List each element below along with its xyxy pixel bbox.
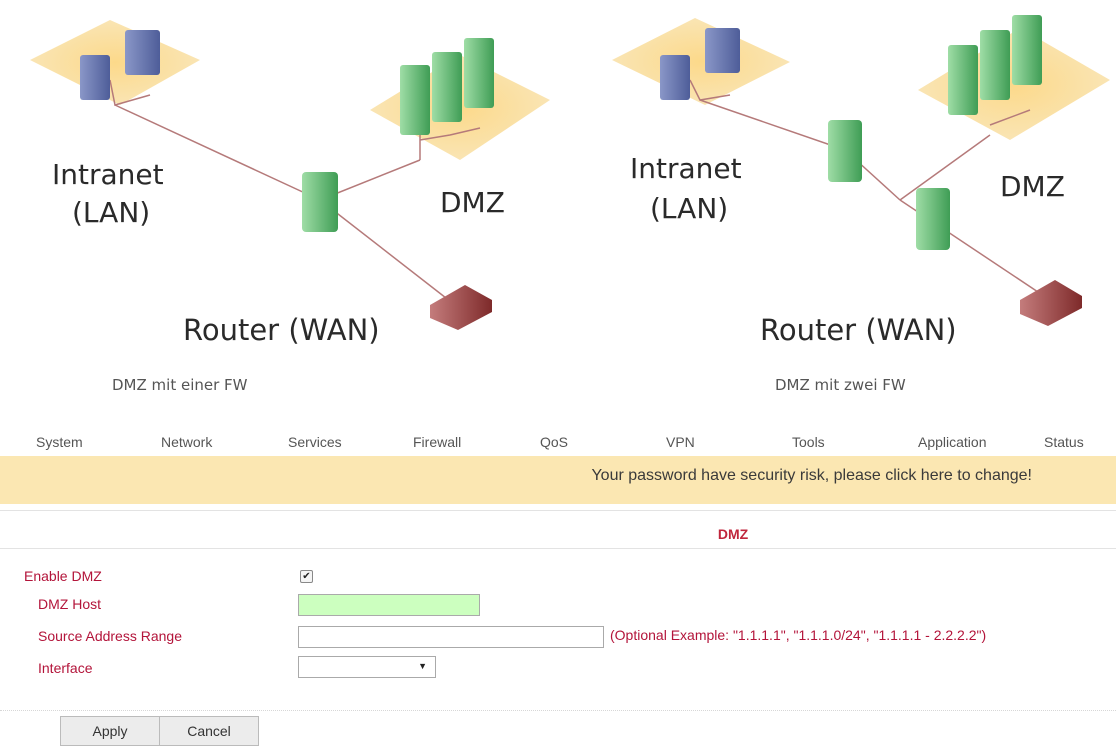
right-router-label: Router (WAN)	[760, 313, 957, 347]
apply-button[interactable]: Apply	[60, 716, 160, 746]
lan-server-icon	[660, 28, 740, 100]
source-range-label: Source Address Range	[38, 628, 182, 644]
right-intranet-label: Intranet	[630, 152, 742, 185]
cancel-button[interactable]: Cancel	[159, 716, 259, 746]
dmz-server-icon	[948, 15, 1042, 115]
firewall-icon	[916, 188, 950, 250]
left-intranet-label: Intranet	[52, 158, 164, 191]
nav-vpn[interactable]: VPN	[666, 434, 695, 450]
enable-dmz-checkbox[interactable]: ✔	[300, 570, 313, 583]
nav-qos[interactable]: QoS	[540, 434, 569, 450]
nav-application[interactable]: Application	[918, 434, 987, 450]
dmz-host-input[interactable]	[298, 594, 480, 616]
interface-label: Interface	[38, 660, 93, 676]
source-range-hint: (Optional Example: "1.1.1.1", "1.1.1.0/2…	[610, 627, 987, 643]
divider	[0, 510, 1116, 511]
left-lan-label: (LAN)	[72, 196, 150, 229]
intranet-zone	[612, 18, 790, 105]
right-caption: DMZ mit zwei FW	[775, 376, 906, 394]
change-password-link[interactable]: Your password have security risk, please…	[591, 467, 1032, 484]
diagram-one-firewall: Intranet (LAN) DMZ Router (WAN) DMZ mit …	[30, 20, 550, 394]
intranet-zone	[30, 20, 200, 105]
dmz-host-label: DMZ Host	[38, 596, 101, 612]
diagram-two-firewalls: Intranet (LAN) DMZ Router (WAN) DMZ mit …	[612, 15, 1110, 394]
nav-system[interactable]: System	[36, 434, 83, 450]
dmz-diagrams: Intranet (LAN) DMZ Router (WAN) DMZ mit …	[30, 15, 1110, 394]
enable-dmz-label: Enable DMZ	[24, 568, 102, 584]
security-warning-banner: Your password have security risk, please…	[0, 456, 1116, 504]
lan-server-icon	[80, 30, 160, 100]
nav-network[interactable]: Network	[161, 434, 213, 450]
nav-status[interactable]: Status	[1044, 434, 1084, 450]
firewall-icon	[828, 120, 862, 182]
interface-select[interactable]: ▼	[298, 656, 436, 678]
nav-firewall[interactable]: Firewall	[413, 434, 462, 450]
right-lan-label: (LAN)	[650, 192, 728, 225]
dmz-title: DMZ	[717, 526, 749, 542]
chevron-down-icon: ▼	[418, 661, 427, 671]
left-dmz-label: DMZ	[440, 186, 505, 219]
nav-services[interactable]: Services	[288, 434, 342, 450]
divider	[0, 548, 1116, 549]
left-router-label: Router (WAN)	[183, 313, 380, 347]
router-icon	[430, 285, 492, 330]
form-separator	[0, 710, 1116, 711]
right-dmz-label: DMZ	[1000, 170, 1065, 203]
firewall-icon	[302, 172, 338, 232]
nav-tools[interactable]: Tools	[792, 434, 825, 450]
source-range-input[interactable]	[298, 626, 604, 648]
top-nav: System Network Services Firewall QoS VPN…	[0, 424, 1116, 458]
router-icon	[1020, 280, 1082, 326]
left-caption: DMZ mit einer FW	[112, 376, 248, 394]
dmz-server-icon	[400, 38, 494, 135]
section-title: DMZ	[0, 526, 1116, 544]
dmz-diagram-area: Intranet (LAN) DMZ Router (WAN) DMZ mit …	[30, 15, 1110, 394]
